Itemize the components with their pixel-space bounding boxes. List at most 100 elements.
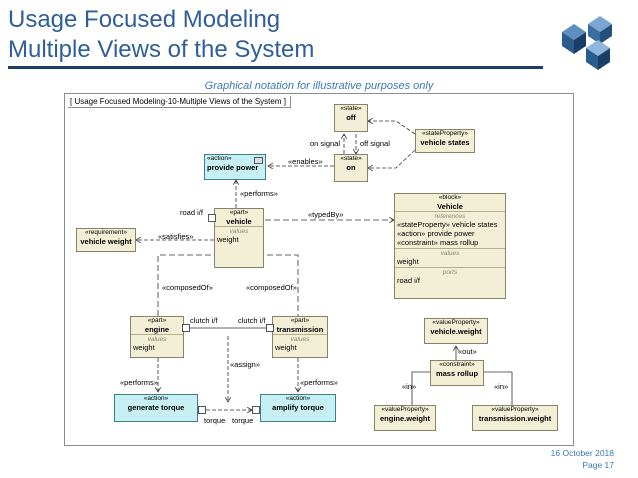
value-property-transmission-weight[interactable]: «valueProperty» transmission.weight — [472, 405, 558, 431]
torque-out-pin[interactable] — [198, 406, 206, 414]
state-off-stereotype: «state» — [340, 105, 362, 112]
reference-item: «stateProperty» vehicle states — [397, 220, 498, 229]
slide-title-line2: Multiple Views of the System — [8, 36, 315, 63]
constraint-mass-rollup[interactable]: «constraint» mass rollup — [430, 360, 484, 386]
label-in-right: «in» — [494, 382, 509, 391]
action-generate-torque[interactable]: «action» generate torque — [114, 394, 198, 422]
state-off-name: off — [346, 113, 356, 122]
transmission-clutch-port[interactable] — [266, 324, 274, 332]
action-amplify-torque[interactable]: «action» amplify torque — [260, 394, 336, 422]
vp-engine-weight-stereotype: «valueProperty» — [381, 406, 429, 413]
label-off-signal: off signal — [360, 139, 390, 148]
value-property-vehicle-weight[interactable]: «valueProperty» vehicle.weight — [424, 318, 488, 344]
label-out: «out» — [458, 347, 477, 356]
vp-transmission-weight-name: transmission.weight — [478, 414, 552, 423]
label-torque-right: torque — [232, 416, 254, 425]
vehicle-block-values: values weight — [395, 248, 505, 267]
amplify-torque-stereotype: «action» — [285, 395, 311, 402]
block-weight: weight — [397, 257, 419, 266]
vp-vehicle-weight-name: vehicle.weight — [430, 327, 482, 336]
requirement-vehicle-weight[interactable]: «requirement» vehicle weight — [76, 228, 136, 252]
engine-weight: weight — [133, 343, 155, 352]
label-performs-right: «performs» — [300, 378, 338, 387]
label-performs-top: «performs» — [240, 189, 278, 198]
footer-date: 16 October 2018 — [550, 448, 614, 458]
title-rule — [8, 66, 543, 69]
constraint-name: mass rollup — [435, 369, 479, 378]
label-clutch-left: clutch i/f — [190, 316, 218, 325]
label-on-signal: on signal — [310, 139, 341, 148]
vehicle-block-ports: ports road i/f — [395, 267, 505, 286]
vehicle-road-port[interactable] — [208, 214, 216, 222]
transmission-weight: weight — [275, 343, 297, 352]
amplify-torque-name: amplify torque — [272, 403, 324, 412]
action-provide-power[interactable]: «action» provide power — [204, 154, 266, 180]
slide-title-line1: Usage Focused Modeling — [8, 6, 281, 33]
block-ports-label: ports — [442, 269, 458, 276]
transmission-values-label: values — [290, 336, 310, 343]
vehicle-states-name: vehicle states — [420, 138, 470, 147]
transmission-name: transmission — [276, 325, 324, 334]
label-clutch-right: clutch i/f — [238, 316, 266, 325]
label-composed-of-right: «composedOf» — [246, 283, 297, 292]
state-on-stereotype: «state» — [340, 155, 362, 162]
vehicle-part-weight: weight — [217, 235, 239, 244]
references-label: references — [434, 213, 466, 220]
vehicle-part-name: vehicle — [226, 217, 252, 226]
label-assign: «assign» — [230, 360, 261, 369]
vehicle-block-stereotype: «block» — [438, 194, 462, 201]
block-vehicle[interactable]: «block» Vehicle references «statePropert… — [394, 193, 506, 299]
disclaimer-note: Graphical notation for illustrative purp… — [204, 80, 434, 92]
diagram-frame-label: [ Usage Focused Modeling-10-Multiple Vie… — [68, 96, 291, 108]
vehicle-part-stereotype: «part» — [229, 209, 249, 216]
label-road-if: road i/f — [180, 208, 203, 217]
vp-engine-weight-name: engine.weight — [379, 414, 430, 423]
state-off[interactable]: «state» off — [334, 104, 368, 132]
vp-vehicle-weight-stereotype: «valueProperty» — [432, 319, 480, 326]
part-engine[interactable]: «part» engine values weight — [130, 316, 184, 358]
state-property-vehicle-states[interactable]: «stateProperty» vehicle states — [415, 129, 475, 153]
value-property-engine-weight[interactable]: «valueProperty» engine.weight — [374, 405, 436, 431]
company-logo-icon — [562, 16, 612, 70]
edge-in-right — [484, 371, 513, 405]
vehicle-part-values: values weight — [215, 226, 263, 245]
label-enables: «enables» — [288, 157, 323, 166]
edge-in-left — [411, 371, 430, 405]
label-torque-left: torque — [204, 416, 226, 425]
requirement-stereotype: «requirement» — [85, 229, 127, 236]
engine-values: values weight — [131, 334, 183, 353]
transmission-values: values weight — [273, 334, 327, 353]
provide-power-name: provide power — [207, 163, 259, 172]
engine-stereotype: «part» — [147, 317, 167, 324]
vehicle-block-references: references «stateProperty» vehicle state… — [395, 211, 505, 248]
transmission-stereotype: «part» — [290, 317, 310, 324]
requirement-name: vehicle weight — [80, 237, 132, 246]
vehicle-block-name: Vehicle — [437, 202, 463, 211]
action-icon — [254, 157, 263, 164]
vehicle-part-values-label: values — [229, 228, 249, 235]
label-performs-left: «performs» — [120, 378, 158, 387]
edge-vehicle-states-on — [368, 149, 416, 168]
footer-page: Page 17 — [582, 460, 614, 470]
block-values-label: values — [440, 250, 460, 257]
torque-in-pin[interactable] — [252, 406, 260, 414]
edge-composed-of-right — [258, 254, 299, 316]
label-in-left: «in» — [402, 382, 417, 391]
vehicle-states-stereotype: «stateProperty» — [422, 130, 468, 137]
generate-torque-name: generate torque — [127, 403, 185, 412]
edge-vehicle-states-off — [368, 121, 416, 135]
reference-item: «constraint» mass rollup — [397, 238, 479, 247]
engine-clutch-port[interactable] — [182, 324, 190, 332]
part-transmission[interactable]: «part» transmission values weight — [272, 316, 328, 358]
label-composed-of-left: «composedOf» — [162, 283, 213, 292]
reference-item: «action» provide power — [397, 229, 475, 238]
label-typed-by: «typedBy» — [308, 210, 344, 219]
constraint-stereotype: «constraint» — [439, 361, 475, 368]
engine-values-label: values — [147, 336, 167, 343]
generate-torque-stereotype: «action» — [143, 395, 169, 402]
block-port-road: road i/f — [397, 276, 420, 285]
label-satisfies: «satisfies» — [158, 232, 194, 241]
state-on[interactable]: «state» on — [334, 154, 368, 182]
vp-transmission-weight-stereotype: «valueProperty» — [491, 406, 539, 413]
part-vehicle[interactable]: «part» vehicle values weight — [214, 208, 264, 268]
